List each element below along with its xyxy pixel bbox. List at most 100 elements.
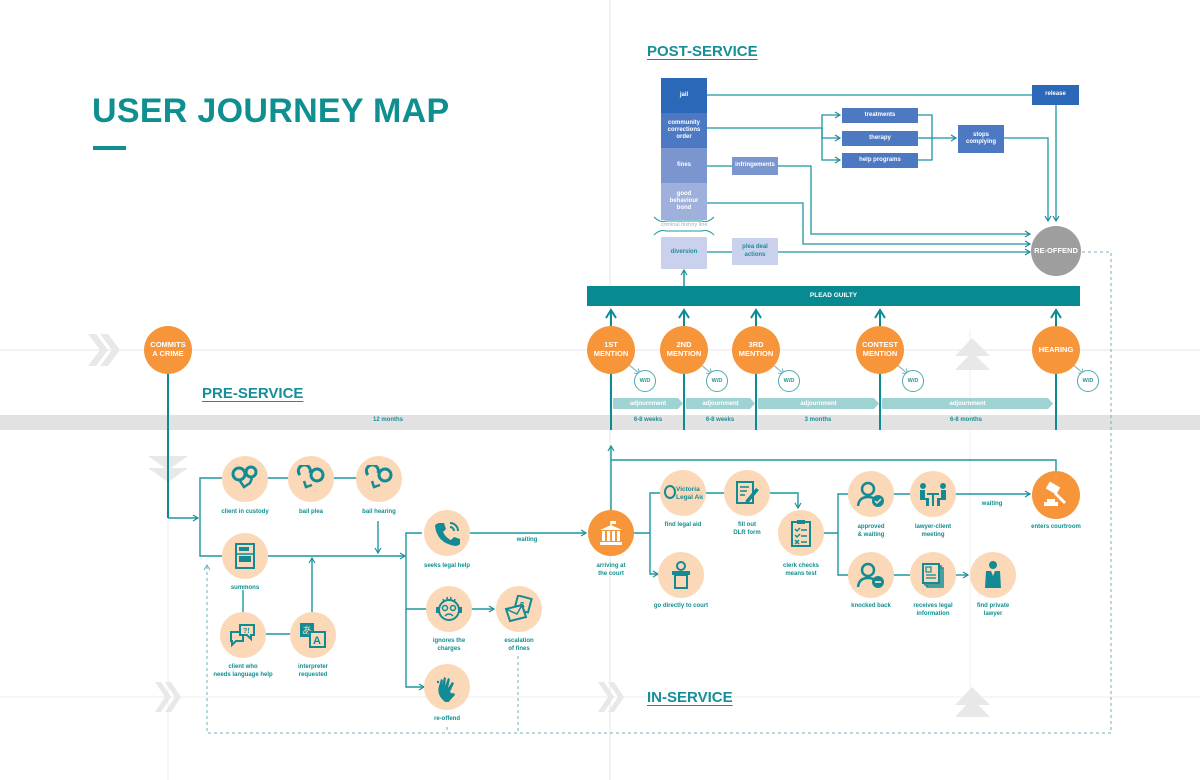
translate-icon: あA [300,623,326,648]
step-summons[interactable] [222,533,268,579]
chevron-decorations [88,334,990,717]
step-label: find legal aid [664,522,702,528]
step-label: bail hearing [362,509,396,515]
outcome-therapy[interactable]: therapy [842,131,918,146]
podium-icon [672,561,690,589]
open-handcuffs-icon [364,465,393,489]
waiting-label: waiting [981,501,1003,507]
step-client-in-custody[interactable] [222,456,268,502]
step-label: knocked back [851,603,891,609]
withdrawn-marker[interactable]: W/D [778,370,800,392]
step-label: go directly to court [653,603,709,609]
withdrawn-marker[interactable]: W/D [1077,370,1099,392]
handprint-icon [436,677,455,702]
step-lawyer-client-meeting[interactable] [910,471,956,517]
user-rejected-icon [856,562,884,588]
step-go-directly-to-court[interactable] [658,552,704,598]
step-escalation-of-fines[interactable]: $ [496,586,542,632]
outcome-infringements[interactable]: infringements [732,157,778,175]
step-bail-hearing[interactable] [356,456,402,502]
title-underline [93,146,126,150]
step-label: summons [230,585,260,591]
lawyer-robe-icon [985,561,1001,588]
milestone-hearing[interactable]: HEARING [1032,326,1080,374]
handcuffs-icon [231,465,258,489]
step-label: approved& waiting [857,524,885,538]
step-fill-out-dlr-form[interactable] [724,470,770,516]
plead-guilty-bar[interactable]: PLEAD GUILTY [587,286,1080,306]
duration-label: 6-8 weeks [633,417,663,423]
outcome-help-programs[interactable]: help programs [842,153,918,168]
step-label: seeks legal help [423,563,471,569]
duration-label: 6-8 weeks [705,417,735,423]
sentence-fines[interactable]: fines [661,148,707,183]
phase-label-pre-service: PRE-SERVICE [202,385,304,402]
withdrawn-marker[interactable]: W/D [902,370,924,392]
step-knocked-back[interactable] [848,552,894,598]
step-find-private-lawyer[interactable] [970,552,1016,598]
speech-bubbles-icon: ?! [230,624,255,648]
phone-icon [435,522,460,546]
step-bail-plea[interactable] [288,456,334,502]
step-label: re-offend [434,716,460,722]
step-receives-legal-information[interactable] [910,552,956,598]
outcome-treatments[interactable]: treatments [842,108,918,123]
step-seeks-legal-help[interactable] [424,510,470,556]
adjournment-segment: adjournment [882,398,1053,409]
worried-face-icon [436,596,462,621]
adjournment-segment: adjournment [758,398,879,409]
step-enters-courtroom[interactable] [1032,471,1080,519]
gavel-icon [1044,481,1066,506]
sentence-jail[interactable]: jail [661,78,707,113]
step-re-offend[interactable] [424,664,470,710]
step-ignores-charges[interactable] [426,586,472,632]
timeline-band [0,415,1200,430]
re-offend-node[interactable]: RE-OFFEND [1031,226,1081,276]
step-client-needs-language-help[interactable]: ?! [220,612,266,658]
step-approved-waiting[interactable] [848,471,894,517]
step-label: enters courtroom [1031,524,1081,530]
step-arriving-at-court[interactable] [588,510,634,556]
step-clerk-checks-means-test[interactable] [778,510,824,556]
sentence-diversion[interactable]: diversion [661,237,707,269]
svg-text:Legal Aid: Legal Aid [676,494,703,501]
waiting-label: waiting [516,537,538,543]
criminal-history-brackets [653,216,715,236]
phase-label-in-service: IN-SERVICE [647,689,733,706]
document-icon [235,543,255,569]
step-label: bail plea [298,509,324,515]
page-title: USER JOURNEY MAP [92,92,450,130]
duration-label: 3 months [804,417,832,423]
meeting-icon [920,483,946,506]
documents-stack-icon [922,563,944,588]
svg-text:Victoria: Victoria [676,486,700,493]
outcome-release[interactable]: release [1032,85,1079,105]
criminal-history-line-label: criminal history line [660,222,708,228]
adjournment-segment: adjournment [686,398,755,409]
withdrawn-marker[interactable]: W/D [706,370,728,392]
user-approved-icon [856,481,884,507]
duration-label: 6-8 months [949,417,983,423]
withdrawn-marker[interactable]: W/D [634,370,656,392]
